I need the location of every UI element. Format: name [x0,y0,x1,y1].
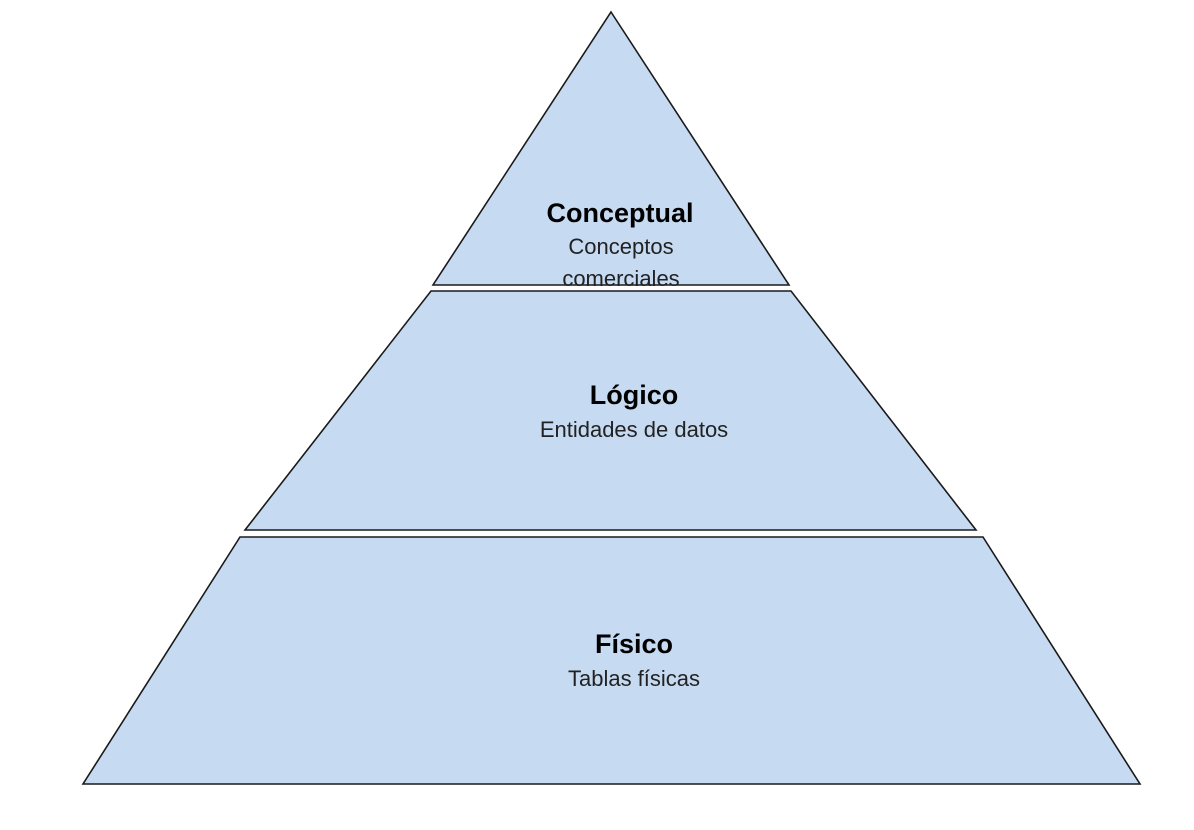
level-logico: Lógico Entidades de datos [243,290,978,531]
level-conceptual-shape [431,10,791,286]
level-logico-shape [243,290,978,531]
level-logico-description-line-1: Entidades de datos [540,417,728,442]
level-logico-title: Lógico [590,380,679,410]
level-conceptual-description-line-1: Conceptos [568,234,673,259]
level-conceptual-description-line-2: comerciales [562,266,679,291]
level-fisico-title: Físico [595,629,673,659]
level-fisico-shape [81,536,1142,785]
level-conceptual-title: Conceptual [546,198,693,228]
level-fisico-description-line-1: Tablas físicas [568,666,700,691]
level-fisico: Físico Tablas físicas [81,536,1142,785]
level-conceptual: Conceptual Conceptos comerciales [431,10,791,291]
